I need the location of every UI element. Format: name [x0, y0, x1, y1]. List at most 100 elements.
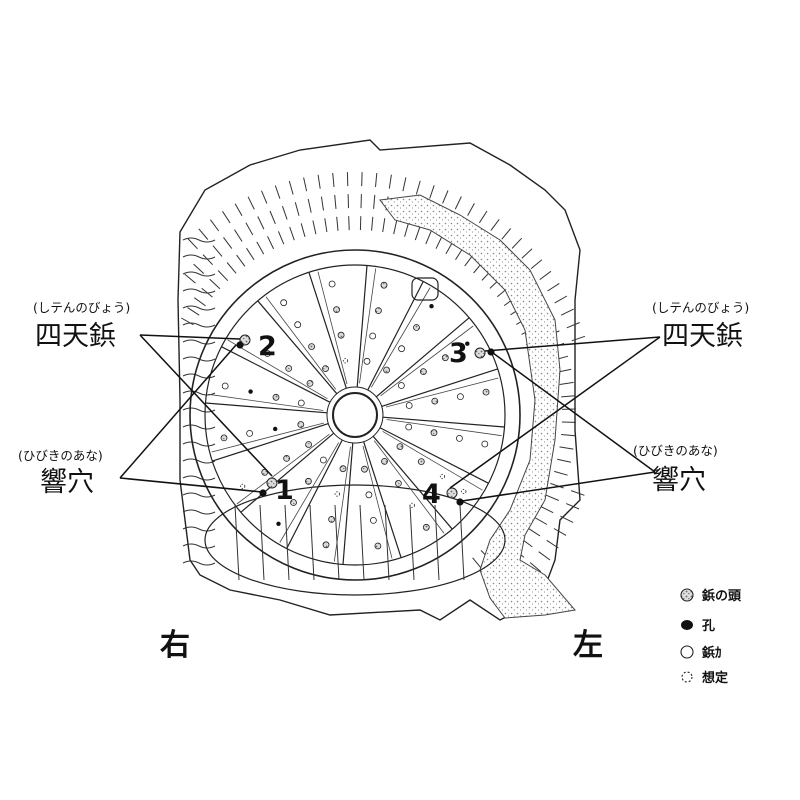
lamella — [435, 235, 443, 249]
lamella — [560, 308, 574, 316]
lamella — [404, 223, 409, 237]
rivet-head-icon — [422, 523, 430, 531]
gore-edge — [208, 393, 324, 411]
legend-item-rivet-mark: 鋲ｶ — [680, 645, 722, 661]
lamella — [182, 288, 216, 294]
hole-icon — [429, 304, 434, 309]
rivet-head-icon — [297, 421, 305, 428]
lamella — [294, 202, 300, 216]
lamella — [182, 458, 216, 464]
lamella — [182, 339, 216, 345]
gore-seam — [367, 281, 424, 391]
lamella — [269, 210, 276, 225]
lamella — [307, 198, 312, 213]
leader-lines — [119, 334, 661, 502]
hole-icon — [465, 341, 470, 346]
rivet-head-icon — [308, 343, 316, 351]
lamella — [559, 381, 574, 385]
shitenbyo-ruby-right: (しテんのびょう) — [652, 300, 749, 315]
lamella — [274, 185, 281, 199]
side-label-left: 左 — [573, 628, 603, 663]
hibikinoana-label-left: 響穴 — [40, 467, 94, 498]
lamella — [212, 245, 223, 257]
lamella — [282, 206, 288, 220]
assumed-icon — [409, 502, 415, 508]
gore-edge — [382, 430, 483, 491]
gore-seam — [375, 317, 470, 398]
lamella — [557, 458, 572, 463]
lamella — [414, 226, 421, 241]
gore-edge — [386, 419, 502, 437]
legend-label: 孔 — [702, 619, 715, 634]
hole-icon — [456, 498, 464, 506]
lamella — [528, 527, 541, 537]
rivet-mark-icon — [398, 345, 406, 353]
outer-plates — [177, 139, 586, 621]
lamella — [571, 335, 586, 342]
rivet-head-icon — [285, 364, 293, 372]
rivet-head-icon — [339, 465, 347, 473]
rivet-head-icon — [413, 324, 420, 331]
rivet-mark-icon — [363, 357, 371, 365]
gore-edge — [317, 271, 348, 385]
gore-seam — [363, 441, 402, 558]
legend-item-assumed: 想定 — [681, 670, 728, 686]
rivet-head-icon — [430, 429, 438, 437]
rivet-mark-icon — [680, 645, 694, 659]
rivet-head-icon — [220, 434, 228, 442]
lamella — [187, 238, 198, 250]
lamella — [181, 317, 194, 326]
gore-seam — [221, 346, 331, 403]
rivet-head-icon — [306, 379, 314, 387]
lamella — [193, 263, 205, 274]
lamella — [182, 271, 216, 277]
gore-edge — [362, 445, 393, 559]
rivet-head-icon — [337, 331, 345, 339]
lamella — [570, 490, 585, 496]
lamella — [217, 270, 229, 282]
lamella — [261, 190, 268, 204]
shitenbyo-label-right: 四天鋲 — [662, 321, 743, 352]
hole-icon — [273, 426, 278, 432]
lamella — [490, 219, 500, 231]
lamella — [336, 216, 339, 231]
legend-label: 鋲ｶ — [702, 645, 722, 661]
gore-seam — [257, 300, 338, 395]
rivet-head-icon — [380, 281, 388, 289]
shitenbyo-label-left: 四天鋲 — [35, 321, 116, 352]
lamella — [429, 185, 435, 199]
lamella — [245, 222, 254, 236]
rivet-mark-icon — [319, 456, 327, 464]
gore-seam — [384, 504, 390, 581]
rivet-head-icon — [396, 443, 404, 451]
legend: 鋲の頭 孔 鋲ｶ 想定 — [680, 588, 742, 686]
lamella — [236, 254, 246, 267]
rivet-head-icon — [431, 397, 439, 405]
gore-edge — [385, 377, 499, 408]
lamella — [375, 172, 378, 187]
gore-seam — [382, 416, 505, 428]
rivet-mark-icon — [456, 393, 464, 401]
lamella — [234, 229, 243, 242]
rivet-mark-icon — [297, 399, 305, 407]
gore-edge — [265, 296, 337, 390]
lamella — [561, 395, 576, 398]
rivet-head-icon — [394, 479, 402, 487]
rivet-mark-icon — [405, 402, 413, 409]
lamella — [288, 180, 294, 195]
rivet-mark-icon — [365, 491, 373, 499]
lamella — [554, 470, 568, 476]
hibikinoana-label-right: 響穴 — [652, 465, 706, 496]
lamella — [561, 434, 576, 437]
lamella — [425, 230, 432, 245]
gore-edge — [373, 440, 445, 534]
lamella — [182, 407, 216, 413]
gore-seam — [212, 423, 329, 462]
lamella — [442, 190, 449, 204]
rivet-head-icon — [361, 465, 368, 473]
rivet-head-icon — [305, 441, 313, 448]
lamella — [247, 196, 255, 210]
helmet-crown — [189, 249, 521, 596]
hole-icon — [487, 348, 495, 356]
lamella — [182, 560, 216, 566]
